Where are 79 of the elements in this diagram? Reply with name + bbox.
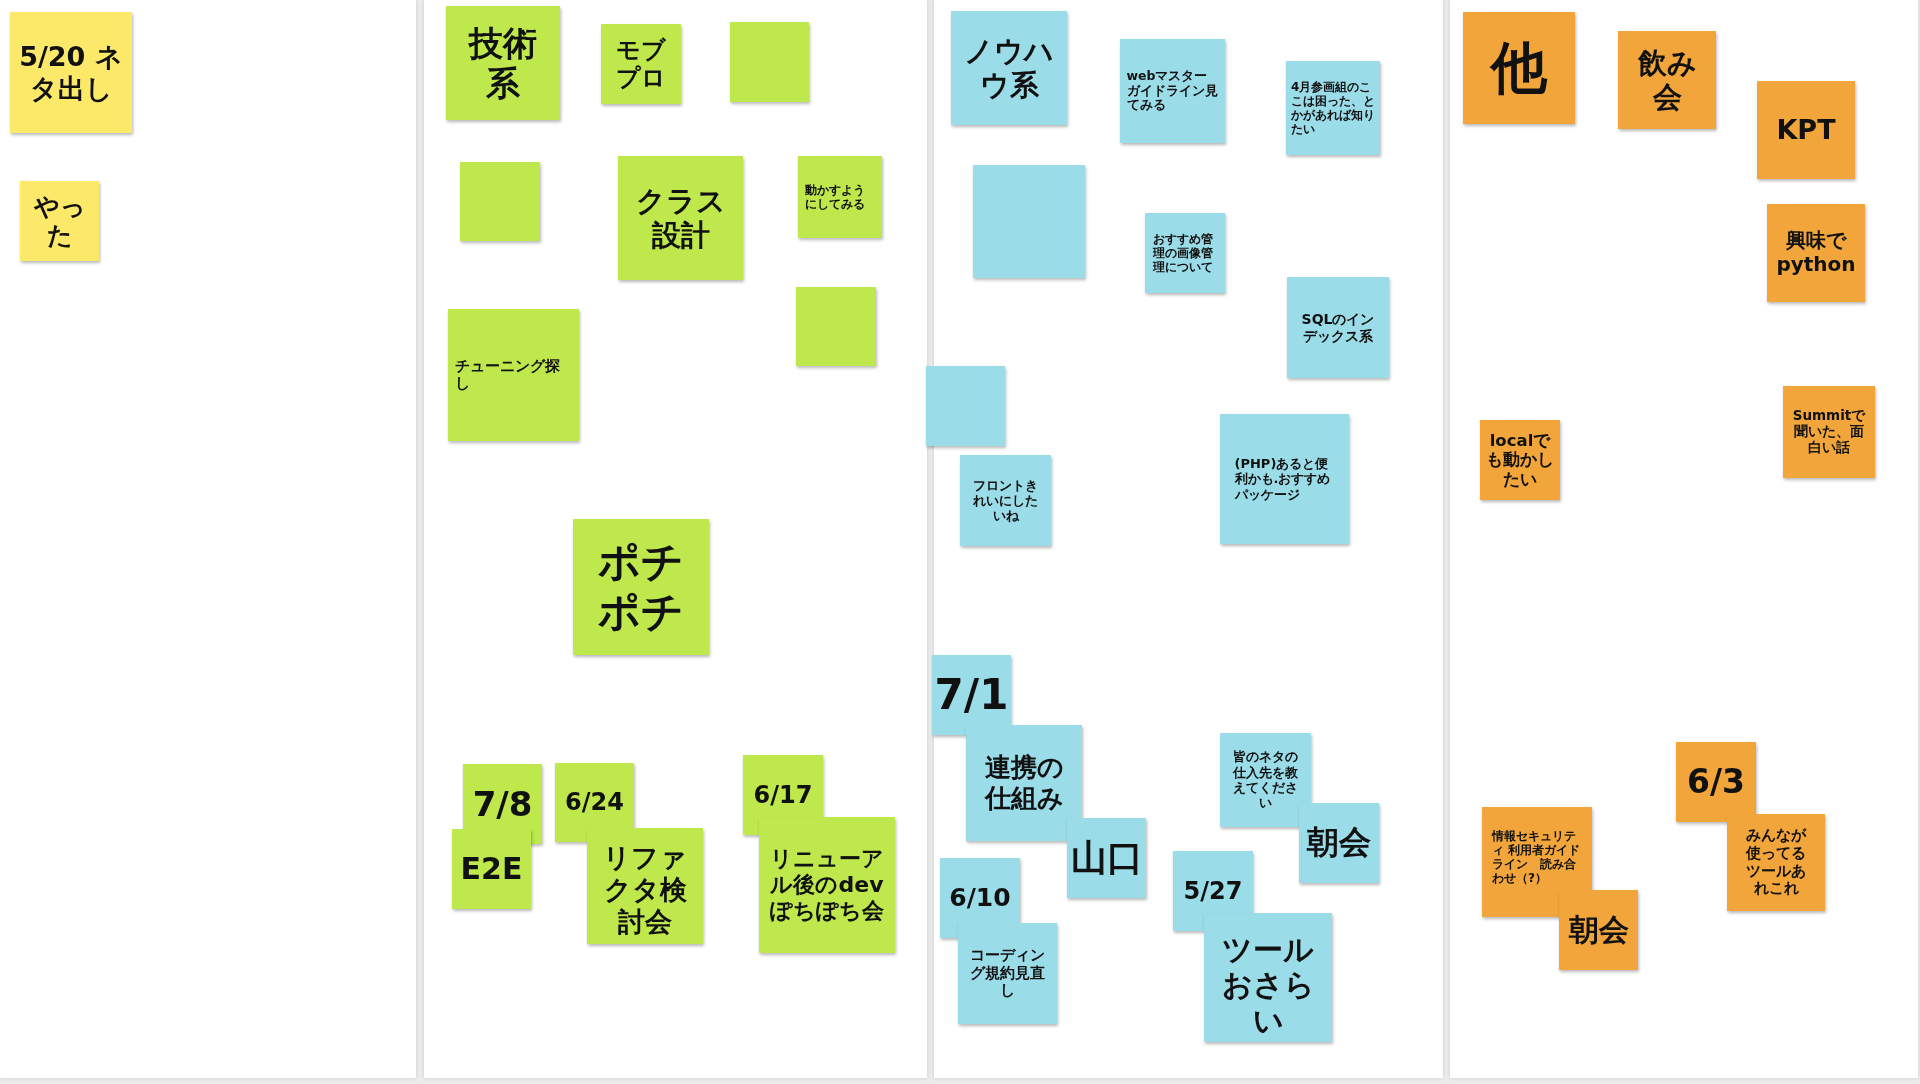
sticky-note [926,366,1005,446]
note-text: モブプロ [615,35,667,93]
sticky-note [452,829,531,909]
sticky-note [10,12,132,133]
note-text: 6/24 [565,788,624,817]
sticky-note [951,11,1067,125]
note-text: 6/3 [1687,762,1745,802]
sticky-note [958,923,1057,1024]
sticky-note [1618,31,1716,129]
note-text: フロントきれいにしたいね [972,477,1039,524]
sticky-note [1767,204,1865,302]
note-text: localでも動かしたい [1485,430,1555,490]
sticky-note [1204,913,1332,1042]
sticky-note [446,6,560,120]
note-text: E2E [460,851,523,887]
note-text: 技術系 [467,22,538,104]
sticky-note [1783,386,1875,478]
note-text: Summitで聞いた、面白い話 [1792,408,1866,456]
note-text: 7/1 [934,670,1009,720]
sticky-note [973,165,1085,278]
note-text: リファクタ検討会 [603,842,687,938]
note-text: webマスターガイドライン見てみる [1126,68,1219,114]
note-text: 6/17 [753,780,813,810]
note-text: 5/20 ネタ出し [18,40,124,105]
note-text: 山口 [1070,836,1143,880]
sticky-note [1676,742,1756,822]
note-text: 7/8 [472,783,533,825]
note-text: 他 [1491,34,1547,102]
sticky-note [20,181,99,261]
sticky-note [759,817,895,953]
sticky-note [960,455,1051,546]
note-text: 連携の仕組み [983,752,1065,814]
sticky-note [1287,277,1389,378]
note-text: 興味でpython [1775,229,1857,277]
note-text: ポチポチ [597,537,685,637]
note-text: コーディング規約見直し [969,946,1046,1001]
sticky-note [796,287,876,366]
note-text: 情報セキュリティ 利用者ガイドライン 読み合わせ（?） [1492,829,1582,886]
note-text: チューニング探し [454,357,561,393]
sticky-note [618,156,743,280]
sticky-note [460,162,540,241]
sticky-note [730,22,809,102]
note-text: (PHP)あると便利かも.おすすめパッケージ [1234,456,1332,502]
sticky-note [448,309,579,441]
note-text: 6/10 [949,883,1011,913]
note-text: KPT [1776,114,1836,146]
note-text: おすすめ管理の画像管理について [1153,231,1214,275]
sticky-note [966,725,1082,841]
sticky-note [1067,818,1146,898]
note-text: 朝会 [1568,912,1629,948]
note-text: SQLのインデックス系 [1300,311,1376,344]
sticky-note [932,655,1011,735]
sticky-note [1727,814,1825,911]
note-text: 皆のネタの仕入先を教えてください [1231,749,1299,811]
sticky-note [1480,420,1560,500]
sticky-note [798,156,882,238]
sticky-note [1757,81,1855,179]
note-text: ノウハウ系 [964,33,1054,103]
sticky-note [1220,414,1349,544]
note-text: リニューアル後のdevぽちぽち会 [769,846,885,924]
note-text: 5/27 [1183,876,1243,906]
note-text: みんなが使ってるツールあれこれ [1744,827,1808,898]
sticky-note [573,519,709,655]
sticky-note [1286,61,1380,155]
note-text: ツールおさらい [1220,931,1316,1038]
note-text: 4月参画組のここは困った、とかがあれば知りたい [1291,79,1375,137]
note-text: クラス設計 [634,183,727,253]
sticky-note [587,828,703,944]
sticky-note [1120,39,1225,143]
sticky-note [1559,890,1638,970]
sticky-note [1463,12,1575,124]
sticky-note [601,24,681,104]
note-text: 朝会 [1307,824,1371,862]
sticky-note [1145,213,1225,293]
note-text: やった [32,191,87,251]
sticky-note [1220,733,1311,827]
note-text: 動かすようにしてみる [805,182,866,212]
sticky-note [1299,803,1379,883]
note-text: 飲み会 [1636,45,1698,115]
